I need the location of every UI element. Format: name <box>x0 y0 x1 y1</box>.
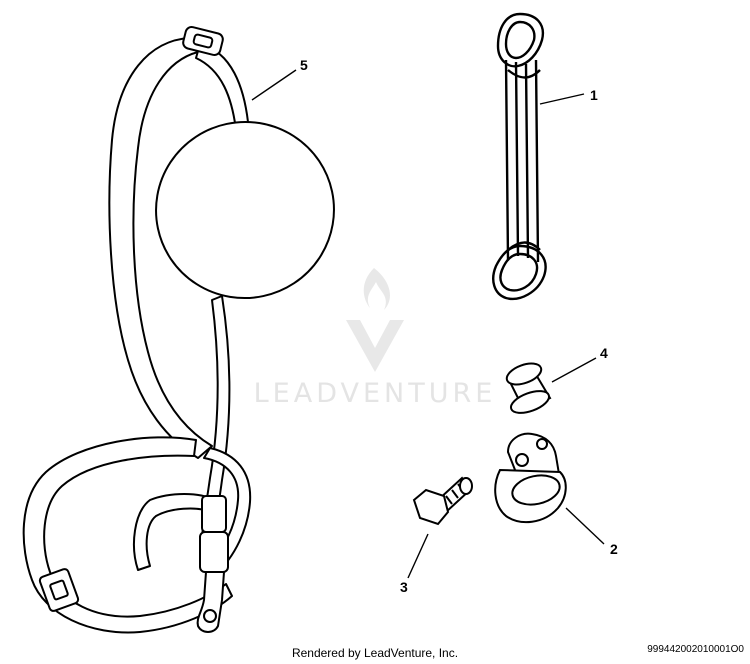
shoulder-pad <box>155 120 335 300</box>
bushing-end-top <box>505 362 543 386</box>
leader-1 <box>539 93 585 105</box>
callout-4: 4 <box>600 345 608 361</box>
callout-leaders <box>251 69 605 579</box>
clamp <box>494 432 567 524</box>
shoulder-harness <box>22 26 335 634</box>
link-upper-loop <box>496 12 545 68</box>
link-shank <box>504 59 541 263</box>
double-link <box>492 12 547 301</box>
watermark-chevron-icon <box>346 320 404 372</box>
bushing-end-bottom <box>509 390 551 414</box>
leader-5 <box>251 69 297 101</box>
callout-1: 1 <box>590 87 598 103</box>
callout-3: 3 <box>400 579 408 595</box>
diagram-code: 999442002010001O0 <box>647 644 744 655</box>
link-lower-loop-inner <box>499 252 539 292</box>
leader-4 <box>551 357 597 383</box>
waist-belt <box>22 436 233 634</box>
harness-snap-ring <box>203 609 217 623</box>
link-lower-loop <box>492 244 547 301</box>
callout-5: 5 <box>300 57 308 73</box>
bolt-head <box>412 488 450 526</box>
clamp-hole-1 <box>515 453 529 467</box>
bushing <box>505 362 552 414</box>
link-upper-loop-inner <box>504 20 536 60</box>
clamp-bore <box>511 474 561 506</box>
callout-2: 2 <box>610 541 618 557</box>
rendered-by-credit: Rendered by LeadVenture, Inc. <box>291 646 459 660</box>
watermark-text: LEADVENTURE <box>254 378 497 409</box>
harness-clip-upper <box>201 495 227 533</box>
leader-2 <box>565 507 605 545</box>
clamp-hole-2 <box>536 438 548 450</box>
harness-back-strap <box>108 37 213 459</box>
leader-3 <box>407 533 429 579</box>
harness-clip-lower <box>199 531 229 573</box>
callout-labels: 1 2 3 4 5 <box>300 57 618 595</box>
leadventure-watermark: LEADVENTURE <box>254 268 497 409</box>
waist-belt-lower <box>133 493 215 571</box>
watermark-flame-icon <box>363 268 390 310</box>
bolt <box>412 476 473 526</box>
harness-front-strap <box>195 43 249 131</box>
bolt-tip <box>459 477 473 495</box>
waist-belt-buckle-slot <box>49 579 69 601</box>
harness-top-buckle-slot <box>192 33 214 49</box>
